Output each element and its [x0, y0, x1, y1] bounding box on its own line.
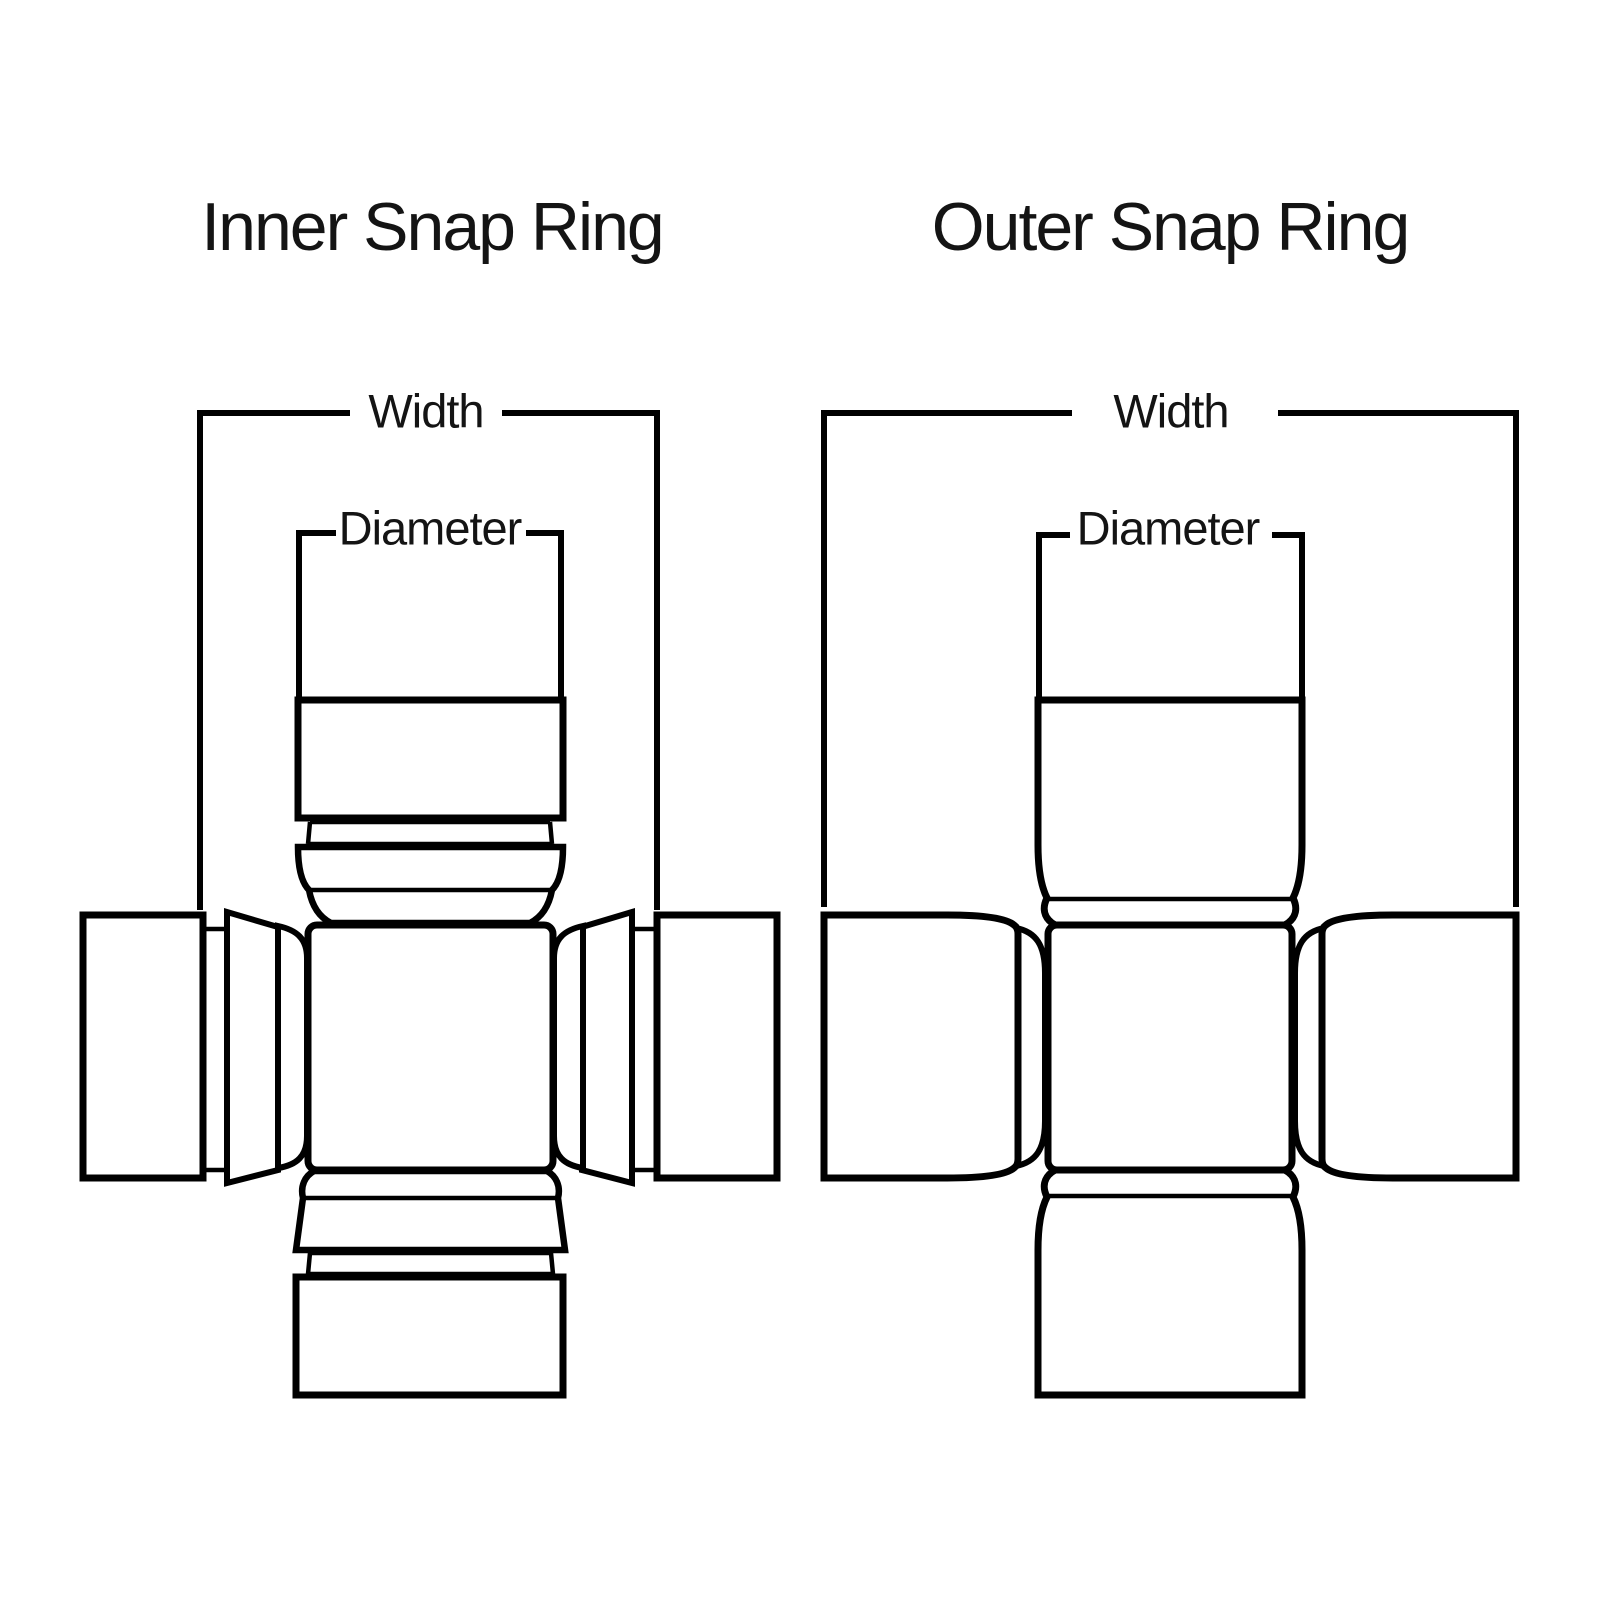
outer-width-dimension-bracket [821, 410, 1519, 907]
inner-left-seal-lip [275, 922, 310, 1172]
inner-top-bearing-cap [294, 696, 567, 822]
inner-right-neck-lines [632, 926, 657, 1173]
inner-top-seal [294, 843, 567, 927]
inner-left-bearing-cap [79, 911, 207, 1182]
inner-diameter-label: Diameter [338, 501, 523, 555]
inner-width-label: Width [368, 384, 484, 438]
inner-right-seal-wedge [579, 907, 635, 1187]
inner-right-seal-lip [551, 922, 586, 1172]
inner-diagram-title: Inner Snap Ring [201, 189, 664, 265]
outer-right-bearing-cap [1318, 911, 1520, 1182]
inner-top-snap-ring-strip [305, 819, 555, 847]
outer-diameter-dimension-bracket [1036, 532, 1305, 697]
outer-width-label: Width [1113, 384, 1229, 438]
outer-cross-body [1044, 921, 1296, 1174]
inner-left-neck-lines [203, 926, 227, 1173]
outer-diameter-label: Diameter [1076, 501, 1261, 555]
outer-left-bearing-cap [820, 911, 1022, 1182]
outer-top-bearing-cap [1034, 696, 1306, 930]
inner-width-dimension-bracket [197, 410, 660, 910]
outer-snap-ring-diagram [820, 410, 1520, 1399]
inner-snap-ring-diagram [79, 410, 781, 1399]
outer-bottom-bearing-cap [1034, 1165, 1306, 1399]
inner-diameter-dimension-bracket [296, 530, 564, 697]
inner-bottom-snap-ring-strip [305, 1250, 556, 1277]
inner-right-bearing-cap [653, 911, 781, 1182]
inner-bottom-bearing-cap [292, 1273, 567, 1399]
inner-cross-body [304, 921, 557, 1174]
inner-left-seal-wedge [224, 907, 281, 1187]
inner-bottom-seal [292, 1167, 569, 1254]
outer-diagram-title: Outer Snap Ring [931, 189, 1411, 265]
